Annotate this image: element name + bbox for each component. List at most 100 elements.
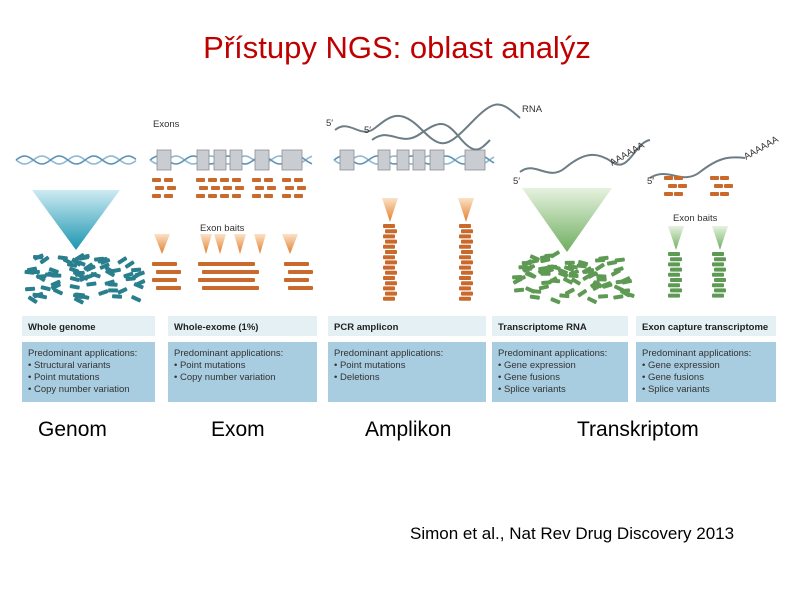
read-fragment — [160, 278, 169, 282]
read-fragment — [720, 176, 729, 180]
read-fragment — [282, 194, 291, 198]
read-fragment — [242, 286, 251, 290]
read-fragment — [674, 192, 683, 196]
panel-4-app-item: • Splice variants — [642, 384, 710, 395]
read-fragment — [664, 176, 673, 180]
read-fragment — [164, 286, 173, 290]
read-fragment — [156, 270, 165, 274]
read-fragment — [284, 278, 293, 282]
read-fragment — [670, 278, 682, 282]
whole-genome-fragments — [24, 253, 145, 305]
read-fragment — [117, 287, 128, 295]
panel-4-app-item: • Gene fusions — [642, 372, 704, 383]
read-fragment — [461, 292, 473, 296]
read-fragment — [712, 262, 724, 266]
read-fragment — [284, 262, 293, 266]
panel-2-header: PCR amplicon — [334, 322, 399, 333]
read-fragment — [712, 283, 724, 287]
read-fragment — [459, 224, 471, 228]
read-fragment — [267, 186, 276, 190]
read-fragment — [131, 295, 142, 303]
read-fragment — [288, 270, 297, 274]
read-fragment — [304, 270, 313, 274]
read-fragment — [613, 294, 623, 299]
read-fragment — [131, 271, 142, 280]
read-fragment — [252, 178, 261, 182]
read-fragment — [198, 278, 207, 282]
read-fragment — [292, 278, 301, 282]
read-fragment — [250, 270, 259, 274]
read-fragment — [563, 277, 574, 285]
read-fragment — [459, 245, 471, 249]
panel-0-apps-title: Predominant applications: — [28, 348, 137, 359]
read-fragment — [383, 297, 395, 301]
read-fragment — [668, 262, 680, 266]
read-fragment — [724, 184, 733, 188]
read-fragment — [152, 262, 161, 266]
read-fragment — [714, 288, 726, 292]
read-fragment — [668, 252, 680, 256]
panel-4-apps-title: Predominant applications: — [642, 348, 751, 359]
read-fragment — [226, 286, 235, 290]
panel-0-app-item: • Point mutations — [28, 372, 100, 383]
read-fragment — [108, 288, 118, 292]
read-fragment — [459, 266, 471, 270]
read-fragment — [223, 186, 232, 190]
read-fragment — [234, 270, 243, 274]
read-fragment — [288, 286, 297, 290]
caption-genome: Genom — [38, 418, 107, 442]
panel-3-app-item: • Gene fusions — [498, 372, 560, 383]
read-fragment — [235, 186, 244, 190]
read-fragment — [164, 194, 173, 198]
read-fragment — [668, 294, 680, 298]
rna-label: RNA — [522, 104, 543, 115]
read-fragment — [58, 255, 68, 260]
read-fragment — [264, 178, 273, 182]
exon-block — [413, 150, 425, 170]
read-fragment — [385, 229, 397, 233]
read-fragment — [565, 261, 575, 265]
read-fragment — [202, 286, 211, 290]
transcriptome-bait-triangles — [668, 226, 728, 250]
read-fragment — [230, 262, 239, 266]
read-fragment — [250, 286, 259, 290]
panel-3-app-item: • Splice variants — [498, 384, 566, 395]
read-fragment — [568, 273, 578, 278]
read-fragment — [172, 270, 181, 274]
read-fragment — [300, 262, 309, 266]
read-fragment — [196, 178, 205, 182]
read-fragment — [539, 284, 550, 290]
read-fragment — [461, 229, 473, 233]
read-fragment — [232, 178, 241, 182]
read-fragment — [25, 287, 35, 292]
read-fragment — [595, 263, 606, 272]
amplicon-fragment-stacks — [383, 224, 473, 301]
exon-block — [397, 150, 409, 170]
exon-block — [430, 150, 444, 170]
exon-block — [157, 150, 171, 170]
read-fragment — [668, 283, 680, 287]
read-fragment — [196, 194, 205, 198]
read-fragment — [168, 278, 177, 282]
read-fragment — [198, 262, 207, 266]
read-fragment — [232, 194, 241, 198]
read-fragment — [167, 186, 176, 190]
read-fragment — [461, 260, 473, 264]
read-fragment — [160, 262, 169, 266]
read-fragment — [294, 178, 303, 182]
caption-transcriptome: Transkriptom — [577, 418, 699, 442]
exon-block — [197, 150, 209, 170]
read-fragment — [459, 297, 471, 301]
read-fragment — [587, 296, 598, 304]
read-fragment — [526, 271, 537, 279]
read-fragment — [300, 278, 309, 282]
read-fragment — [297, 186, 306, 190]
read-fragment — [220, 178, 229, 182]
read-fragment — [383, 276, 395, 280]
read-fragment — [73, 271, 83, 275]
panel-0-app-item: • Structural variants — [28, 360, 111, 371]
read-fragment — [131, 268, 141, 273]
panel-2-app-item: • Point mutations — [334, 360, 406, 371]
exon-block — [282, 150, 302, 170]
